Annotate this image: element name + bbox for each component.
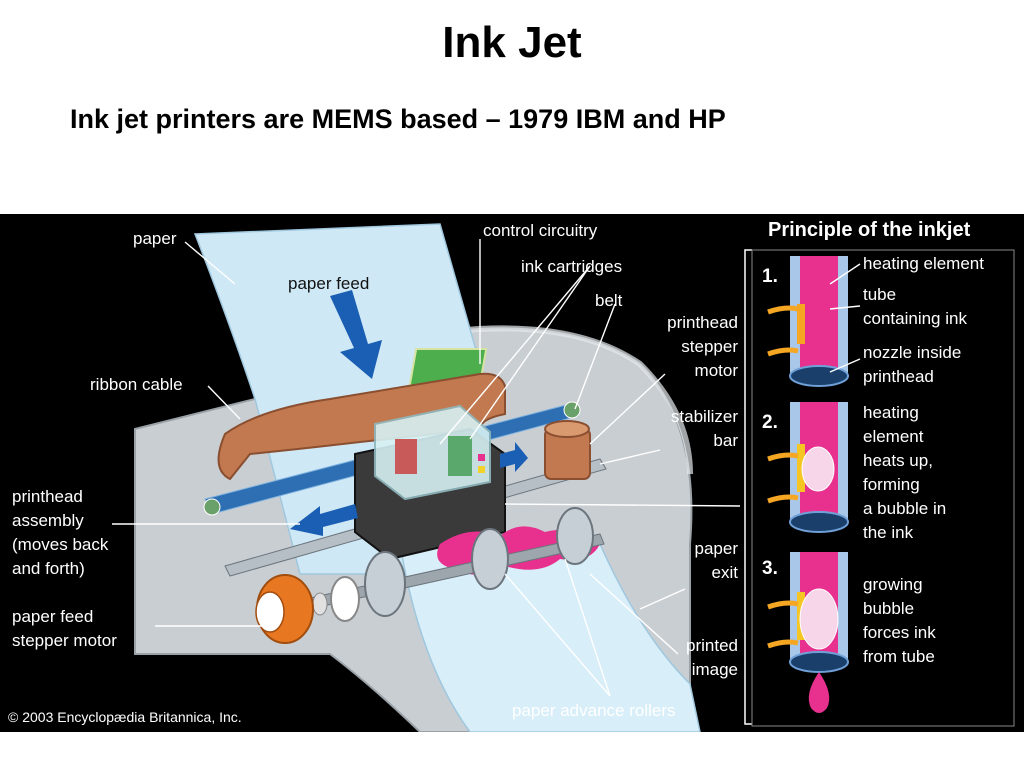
svg-text:bubble: bubble — [863, 599, 914, 618]
left-motion-arrow — [290, 504, 358, 536]
svg-text:forces ink: forces ink — [863, 623, 936, 642]
label-printhead-stepper-motor: printhead stepper motor — [667, 313, 738, 380]
svg-text:paper: paper — [695, 539, 739, 558]
svg-text:heating: heating — [863, 403, 919, 422]
svg-text:element: element — [863, 427, 924, 446]
label-paper: paper — [133, 229, 177, 248]
svg-text:the ink: the ink — [863, 523, 914, 542]
label-printhead-assembly: printhead assembly (moves back and forth… — [12, 487, 109, 578]
leader-lines — [112, 239, 741, 697]
paper-feed-arrow — [330, 290, 382, 379]
label-control-circuitry: control circuitry — [483, 221, 598, 240]
label-paper-exit: paper exit — [695, 539, 739, 582]
small-gear — [312, 592, 328, 616]
label-paper-feed: paper feed — [288, 274, 369, 293]
svg-text:motor: motor — [695, 361, 739, 380]
paper-feed-stepper-motor — [255, 574, 314, 644]
slide-title: Ink Jet — [442, 18, 582, 67]
principle-panel: Principle of the inkjet 1. heating eleme… — [744, 219, 1015, 727]
step-1-tube — [767, 256, 849, 387]
svg-text:and forth): and forth) — [12, 559, 85, 578]
paper-advance-rollers — [364, 507, 594, 617]
copyright-notice: © 2003 Encyclopædia Britannica, Inc. — [8, 709, 242, 725]
paper-sheet-exit — [399, 543, 701, 732]
svg-text:printhead: printhead — [667, 313, 738, 332]
svg-text:printhead: printhead — [863, 367, 934, 386]
svg-text:stepper: stepper — [681, 337, 738, 356]
svg-text:paper feed: paper feed — [12, 607, 93, 626]
label-paper-advance-rollers: paper advance rollers — [512, 701, 675, 720]
svg-text:bar: bar — [713, 431, 738, 450]
svg-text:forming: forming — [863, 475, 920, 494]
panel-bracket — [744, 249, 752, 725]
inkjet-figure: paper paper feed control circuitry ink c… — [0, 214, 1024, 732]
principle-title: Principle of the inkjet — [768, 219, 971, 241]
svg-text:a bubble in: a bubble in — [863, 499, 946, 518]
svg-text:growing: growing — [863, 575, 923, 594]
slide-subtitle: Ink jet printers are MEMS based – 1979 I… — [70, 104, 726, 134]
step-3-tube — [767, 552, 849, 713]
ink-droplet — [808, 672, 830, 713]
step-1: 1. heating element tube containing ink n… — [762, 254, 984, 387]
svg-text:printed: printed — [686, 636, 738, 655]
svg-text:stepper motor: stepper motor — [12, 631, 117, 650]
step-2-tube — [767, 402, 849, 533]
printhead-assembly — [354, 404, 506, 561]
label-ink-cartridges: ink cartridges — [521, 257, 622, 276]
svg-text:heating element: heating element — [863, 254, 984, 273]
svg-text:assembly: assembly — [12, 511, 84, 530]
step-1-number: 1. — [762, 266, 778, 287]
ribbon-cable — [217, 372, 506, 481]
svg-text:image: image — [692, 660, 738, 679]
label-stabilizer-bar: stabilizer bar — [671, 407, 738, 450]
printhead-stepper-motor — [544, 420, 591, 480]
step-3: 3. growing bubble forces ink from tube — [762, 552, 936, 713]
svg-text:printhead: printhead — [12, 487, 83, 506]
svg-text:tube: tube — [863, 285, 896, 304]
svg-text:(moves back: (moves back — [12, 535, 109, 554]
label-belt: belt — [595, 291, 623, 310]
step-2: 2. heating element heats up, forming a b… — [762, 402, 946, 542]
right-motion-arrow — [500, 442, 528, 472]
svg-text:containing ink: containing ink — [863, 309, 967, 328]
svg-text:heats up,: heats up, — [863, 451, 933, 470]
label-paper-feed-stepper-motor: paper feed stepper motor — [12, 607, 117, 650]
drive-gear — [330, 576, 360, 622]
svg-text:stabilizer: stabilizer — [671, 407, 738, 426]
label-ribbon-cable: ribbon cable — [90, 375, 183, 394]
svg-text:exit: exit — [712, 563, 739, 582]
label-printed-image: printed image — [686, 636, 738, 679]
printer-illustration — [134, 223, 701, 732]
svg-text:from tube: from tube — [863, 647, 935, 666]
step-2-number: 2. — [762, 412, 778, 433]
step-3-number: 3. — [762, 558, 778, 579]
svg-text:nozzle inside: nozzle inside — [863, 343, 961, 362]
